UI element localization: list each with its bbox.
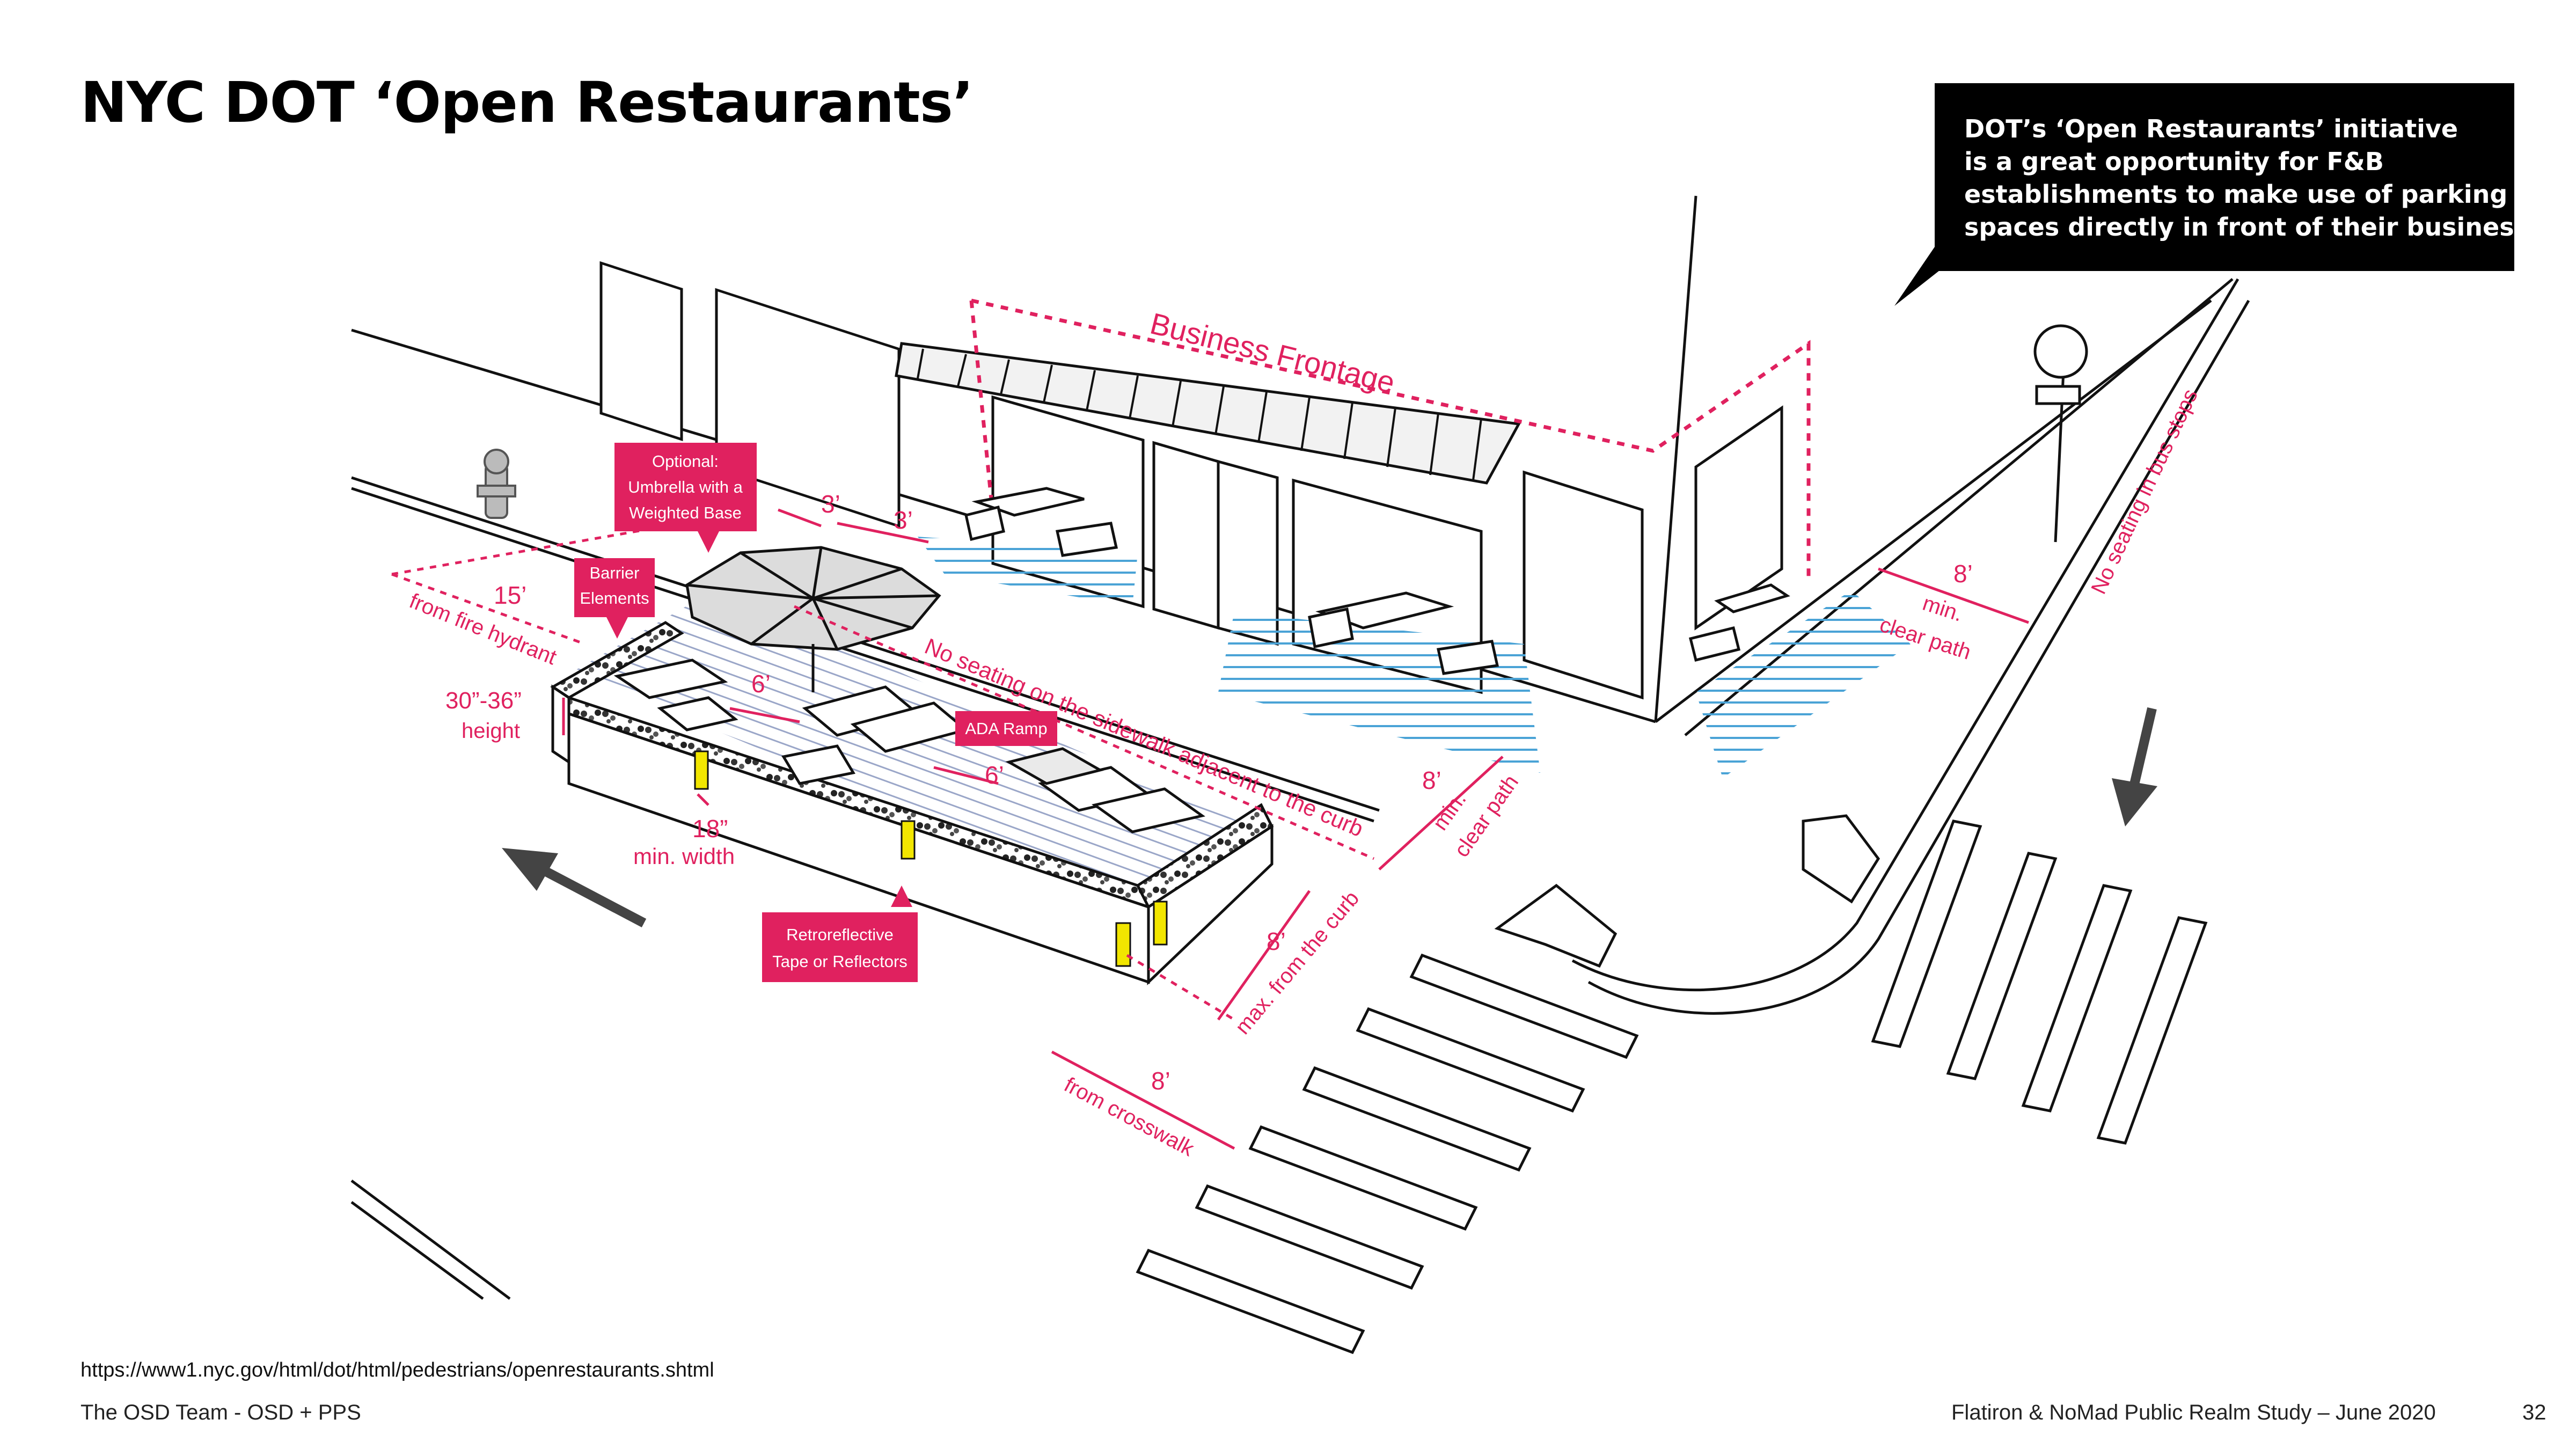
parklet-platform <box>574 590 1250 912</box>
barrier-width-value: 18” <box>692 815 728 843</box>
retroreflective-callout-box: Retroreflective Tape or Reflectors <box>762 885 918 982</box>
bus-stop-label: No seating in bus stops <box>2087 385 2202 597</box>
crosswalk-front <box>1136 953 1639 1355</box>
hydrant-distance-value: 15’ <box>494 581 526 609</box>
retro-label-line-2: Tape or Reflectors <box>772 952 908 971</box>
retro-label-line-1: Retroreflective <box>786 925 894 944</box>
barrier-label-line-1: Barrier <box>589 564 639 582</box>
barrier-width-label: min. width <box>633 844 735 869</box>
umbrella-label-line-2: Umbrella with a <box>628 478 743 496</box>
barrier-callout-box: Barrier Elements <box>574 558 655 639</box>
clear-path-a-label-2: clear path <box>1450 771 1523 861</box>
page-title: NYC DOT ‘Open Restaurants’ <box>80 70 974 135</box>
barrier-height-label: height <box>462 719 520 743</box>
callout-line-1: DOT’s ‘Open Restaurants’ initiative <box>1964 114 2458 143</box>
clear-path-a-value: 8’ <box>1422 766 1441 794</box>
callout-line-4: spaces directly in front of their busine… <box>1964 213 2529 241</box>
crosswalk-distance-value: 8’ <box>1151 1067 1170 1095</box>
ada-ramp-label: ADA Ramp <box>965 719 1047 738</box>
umbrella-callout-box: Optional: Umbrella with a Weighted Base <box>614 443 757 553</box>
footer-team: The OSD Team - OSD + PPS <box>80 1401 361 1424</box>
traffic-direction-arrows <box>502 707 2157 927</box>
footer-study-title: Flatiron & NoMad Public Realm Study – Ju… <box>1951 1401 2436 1424</box>
dim-3ft-b: 3’ <box>894 506 913 534</box>
page-number: 32 <box>2522 1401 2546 1424</box>
awning <box>895 342 1521 485</box>
fire-hydrant-icon <box>477 449 516 519</box>
umbrella-label-line-1: Optional: <box>652 452 719 471</box>
source-url-link[interactable]: https://www1.nyc.gov/html/dot/html/pedes… <box>80 1359 714 1381</box>
parklet-barrier <box>550 621 1274 985</box>
business-frontage-outline <box>969 298 1811 580</box>
parklet-tables <box>613 658 1205 833</box>
clear-path-b-value: 8’ <box>1953 560 1973 588</box>
crosswalk-side <box>1871 819 2208 1145</box>
curb-distance-value: 8’ <box>1267 927 1286 955</box>
callout-line-3: establishments to make use of parking <box>1964 180 2508 209</box>
umbrella <box>685 546 941 692</box>
hydrant-distance-label: from fire hydrant <box>406 589 560 670</box>
dim-3ft-a: 3’ <box>821 490 840 518</box>
dim-6ft-b: 6’ <box>985 761 1004 789</box>
callout-line-2: is a great opportunity for F&B <box>1964 147 2384 176</box>
dimension-lines <box>391 508 2029 1150</box>
ada-ramp-callout-box: ADA Ramp <box>955 711 1057 746</box>
barrier-label-line-2: Elements <box>580 589 649 608</box>
retroreflective-markers <box>694 750 1168 967</box>
bus-stop-sign-icon <box>2033 324 2088 543</box>
callout-box: DOT’s ‘Open Restaurants’ initiative is a… <box>1935 83 2529 271</box>
umbrella-label-line-3: Weighted Base <box>629 503 742 522</box>
dim-6ft-a: 6’ <box>751 670 771 698</box>
sidewalk-tables <box>964 487 1790 675</box>
barrier-height-value: 30”-36” <box>445 687 522 714</box>
curb-lines <box>350 278 2250 1300</box>
